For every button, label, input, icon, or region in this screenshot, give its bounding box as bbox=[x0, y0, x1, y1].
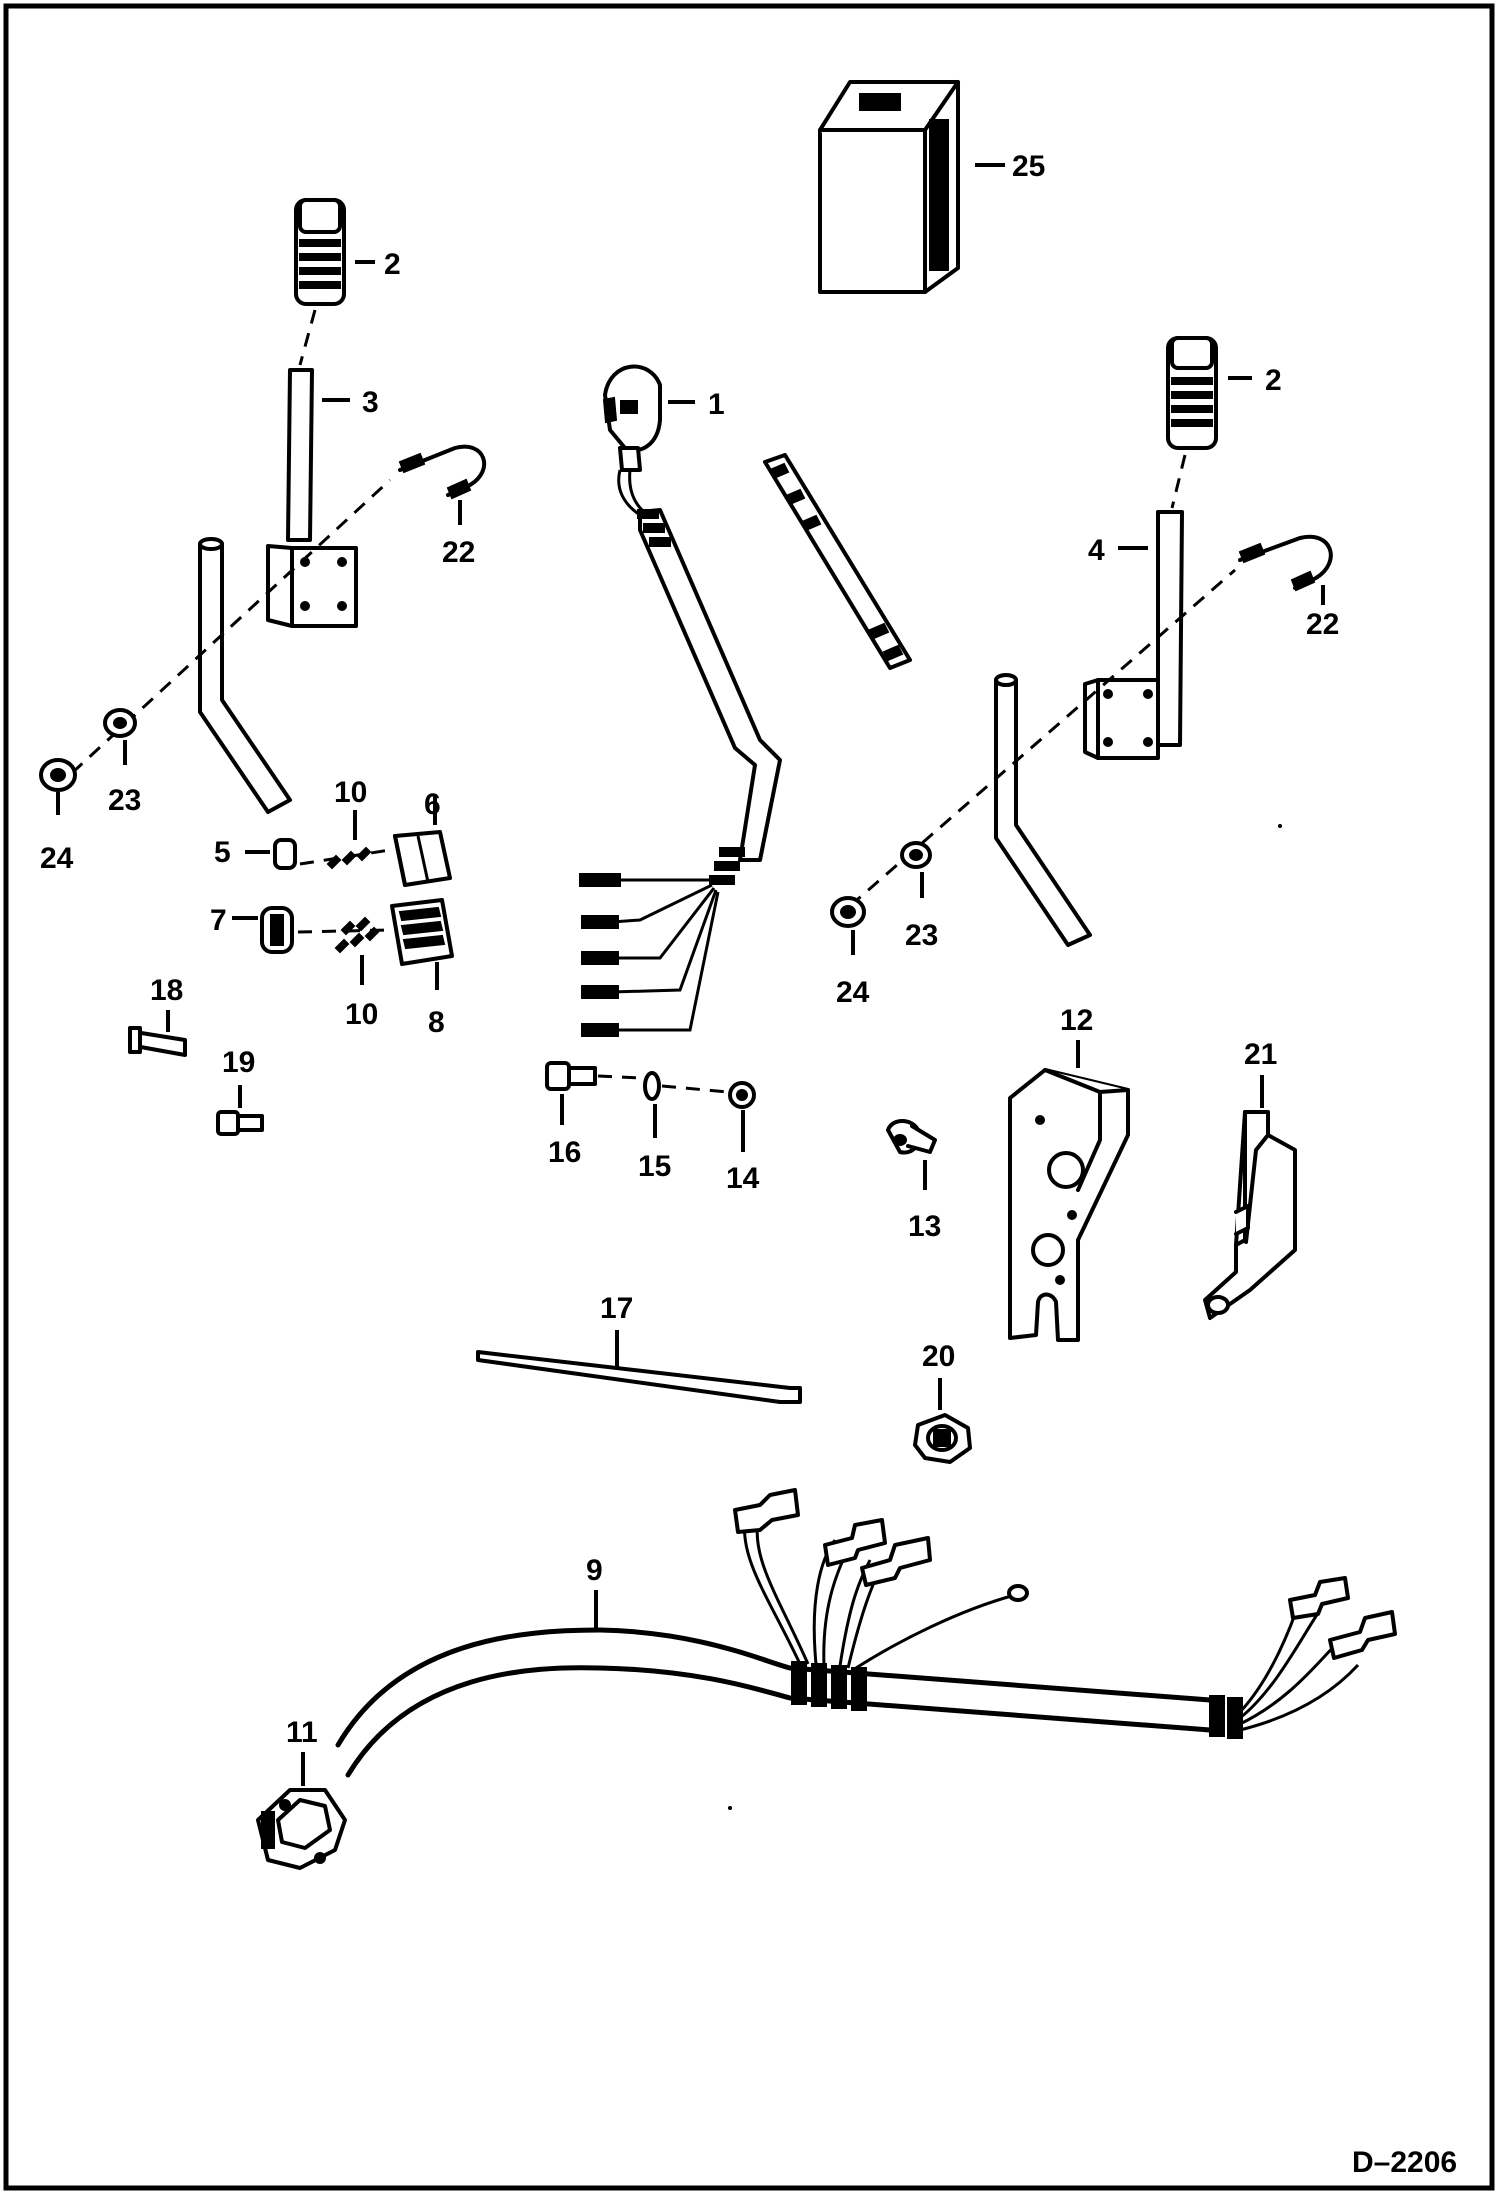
callout-4: 4 bbox=[1088, 534, 1105, 567]
callout-1: 1 bbox=[708, 388, 725, 421]
callout-6: 6 bbox=[424, 788, 441, 821]
callout-24-left: 24 bbox=[40, 842, 74, 875]
part-24-locknut-left bbox=[39, 758, 77, 792]
callout-16: 16 bbox=[548, 1136, 581, 1169]
part-23-nut-right bbox=[900, 841, 932, 869]
part-11-connector bbox=[256, 1788, 347, 1870]
part-8-connector-housing bbox=[390, 898, 454, 966]
part-7-seal bbox=[260, 906, 294, 954]
part-14-nut bbox=[728, 1081, 756, 1109]
part-22-ubolt-left bbox=[398, 444, 487, 500]
callout-23-right: 23 bbox=[905, 919, 938, 952]
callout-2-left: 2 bbox=[384, 248, 401, 281]
part-13-clip bbox=[886, 1119, 937, 1155]
callout-21: 21 bbox=[1244, 1038, 1277, 1071]
part-2-grip-left bbox=[294, 198, 346, 306]
part-21-bracket bbox=[1203, 1110, 1297, 1320]
callout-22-left: 22 bbox=[442, 536, 475, 569]
part-4-lever-right bbox=[1083, 510, 1184, 760]
drawing-border bbox=[3, 3, 1495, 2191]
part-18-screw bbox=[128, 1026, 187, 1057]
part-6-connector-housing bbox=[393, 830, 452, 887]
part-24-locknut-right bbox=[830, 896, 866, 928]
callout-11: 11 bbox=[286, 1716, 318, 1749]
part-3-lever-left bbox=[266, 368, 358, 628]
callout-22-right: 22 bbox=[1306, 608, 1339, 641]
part-17-cable-tie bbox=[476, 1350, 802, 1404]
part-1-harness bbox=[579, 469, 782, 1037]
left-mount-tube bbox=[198, 537, 292, 814]
callout-23-left: 23 bbox=[108, 784, 141, 817]
part-5-seal bbox=[273, 838, 297, 870]
part-10-terminals-bottom bbox=[334, 916, 380, 954]
right-mount-tube bbox=[994, 673, 1092, 947]
part-1-joystick-handle bbox=[602, 364, 662, 472]
callout-2-right: 2 bbox=[1265, 364, 1282, 397]
callout-15: 15 bbox=[638, 1150, 671, 1183]
callout-19: 19 bbox=[222, 1046, 255, 1079]
callout-3: 3 bbox=[362, 386, 379, 419]
part-16-bolt bbox=[545, 1061, 597, 1091]
callout-8: 8 bbox=[428, 1006, 445, 1039]
drawing-number: D–2206 bbox=[1352, 2146, 1457, 2179]
part-15-washer bbox=[643, 1071, 661, 1101]
callout-25: 25 bbox=[1012, 150, 1045, 183]
callout-9: 9 bbox=[586, 1554, 603, 1587]
callout-18: 18 bbox=[150, 974, 183, 1007]
callout-12: 12 bbox=[1060, 1004, 1093, 1037]
part-23-nut-left bbox=[103, 708, 137, 738]
part-20-nut bbox=[913, 1413, 972, 1464]
callout-10-bottom: 10 bbox=[345, 998, 378, 1031]
part-12-bracket bbox=[1008, 1068, 1130, 1342]
part-9-main-harness bbox=[335, 1488, 1397, 1778]
callout-14: 14 bbox=[726, 1162, 760, 1195]
callout-24-right: 24 bbox=[836, 976, 870, 1009]
callout-20: 20 bbox=[922, 1340, 955, 1373]
callout-13: 13 bbox=[908, 1210, 941, 1243]
part-19-bolt bbox=[216, 1110, 264, 1136]
part-22-ubolt-right bbox=[1238, 534, 1333, 592]
harness-sleeve bbox=[763, 453, 912, 670]
callout-10-top: 10 bbox=[334, 776, 367, 809]
part-25-box bbox=[818, 80, 960, 294]
callout-17: 17 bbox=[600, 1292, 633, 1325]
part-2-grip-right bbox=[1166, 336, 1218, 450]
callout-7: 7 bbox=[210, 904, 227, 937]
callout-5: 5 bbox=[214, 836, 231, 869]
